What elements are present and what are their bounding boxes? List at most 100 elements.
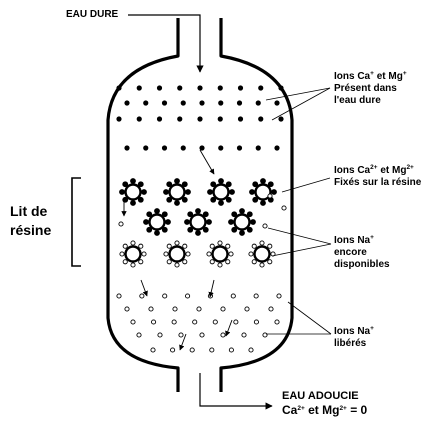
resin-bead-sodium (119, 240, 147, 268)
resin-bead-core (212, 183, 230, 201)
fixed-ion (119, 189, 125, 195)
hard-ion-dot (124, 100, 130, 106)
fixed-ion (122, 196, 129, 203)
sodium-ion (259, 262, 265, 268)
fixed-ion (231, 226, 238, 233)
fixed-ion (225, 196, 232, 203)
fixed-ion (250, 219, 256, 225)
fixed-ion (267, 181, 274, 188)
sodium-ion (138, 259, 144, 265)
fixed-ion (161, 226, 168, 233)
fixed-ion (174, 200, 180, 206)
hard-ion-dot (278, 116, 284, 122)
hard-ion-dot (124, 145, 130, 151)
fixed-ion (229, 189, 235, 195)
resin-bead-loaded (119, 178, 147, 206)
resin-beads (118, 178, 287, 268)
resin-bead-sodium (248, 240, 276, 268)
sodium-ion (217, 262, 223, 268)
resin-bead-sodium (206, 240, 234, 268)
released-sodium-ion (157, 332, 163, 338)
sodium-ion (262, 223, 268, 229)
fixed-ion (141, 189, 147, 195)
hard-ion-dot (278, 85, 284, 91)
released-sodium-ion (172, 306, 178, 312)
fixed-ion (252, 181, 259, 188)
fixed-ion (210, 196, 217, 203)
resin-bead-core (124, 245, 142, 263)
fixed-ion (163, 189, 169, 195)
fixed-ion (122, 181, 129, 188)
inlet-label: EAU DURE (66, 9, 119, 20)
fixed-ion (146, 211, 153, 218)
hard-ion-dot (218, 145, 224, 151)
hard-ion-dot (199, 145, 205, 151)
release-arrow (179, 333, 187, 351)
released-sodium-ion (233, 319, 239, 325)
released-sodium-ion (274, 319, 280, 325)
hard-ion-dot (136, 85, 142, 91)
resin-bed-bracket (71, 177, 81, 267)
released-sodium-ion (241, 332, 247, 338)
resin-bead-core (253, 245, 271, 263)
released-sodium-ion (178, 332, 184, 338)
hard-ion-dot (180, 145, 186, 151)
sodium-ion (138, 243, 144, 249)
sodium-ion (259, 240, 265, 246)
fixed-ion (195, 230, 201, 236)
hard-ion-dot (274, 100, 280, 106)
sodium-ion (209, 259, 215, 265)
fixed-ion (154, 230, 160, 236)
hard-ion-dot (161, 145, 168, 151)
released-sodium-ion (189, 347, 195, 353)
outlet-equation: Ca2+ et Mg2+ = 0 (282, 403, 368, 417)
resin-bead-core (189, 213, 207, 231)
fixed-ion (239, 230, 245, 236)
hard-ion-dot (199, 100, 205, 106)
sodium-ion (267, 259, 273, 265)
fixed-ion (146, 226, 153, 233)
fixed-ion (225, 181, 232, 188)
fixed-ion (260, 200, 266, 206)
released-sodium-ion (268, 306, 274, 312)
sodium-ion (248, 251, 254, 257)
resin-bed-label-line2: résine (10, 222, 52, 238)
fixed-ion (218, 178, 224, 184)
fixed-ion (137, 196, 144, 203)
released-sodium-ion (124, 306, 130, 312)
released-sodium-ion (228, 347, 234, 353)
release-arrow (140, 279, 148, 297)
released-sodium-ion (244, 306, 250, 312)
released-sodium-ion (196, 306, 202, 312)
hard-ion-dot (156, 85, 163, 91)
hard-ion-dot (197, 85, 203, 91)
resin-bead-core (233, 213, 251, 231)
annotation-released-sodium: Ions Na+ libérés (334, 325, 374, 349)
release-arrow (225, 319, 233, 337)
sodium-ion (267, 243, 273, 249)
fixed-ion (137, 181, 144, 188)
fixed-ion (246, 211, 253, 218)
released-sodium-ion (248, 347, 254, 353)
hard-ion-dot (217, 116, 223, 122)
fixed-ion (249, 189, 255, 195)
released-sodium-ion (253, 293, 259, 299)
released-sodium-ion (151, 319, 157, 325)
hard-ion-dot (236, 100, 243, 106)
sodium-ion (228, 251, 234, 257)
fixed-ion (239, 208, 245, 214)
fixed-ion (218, 200, 224, 206)
inlet-arrow (128, 14, 204, 73)
hard-ion-dot (218, 100, 224, 106)
sodium-ion (141, 251, 147, 257)
hard-ion-dot (258, 85, 264, 91)
released-sodium-ion (220, 306, 226, 312)
sodium-ion (251, 259, 257, 265)
hard-ion-dot (237, 116, 244, 122)
hard-ion-dot (255, 145, 261, 151)
resin-bed-label-line1: Lit de (10, 203, 48, 219)
fixed-ion (228, 219, 234, 225)
resin-bead-core (148, 213, 166, 231)
sodium-ion (206, 251, 212, 257)
